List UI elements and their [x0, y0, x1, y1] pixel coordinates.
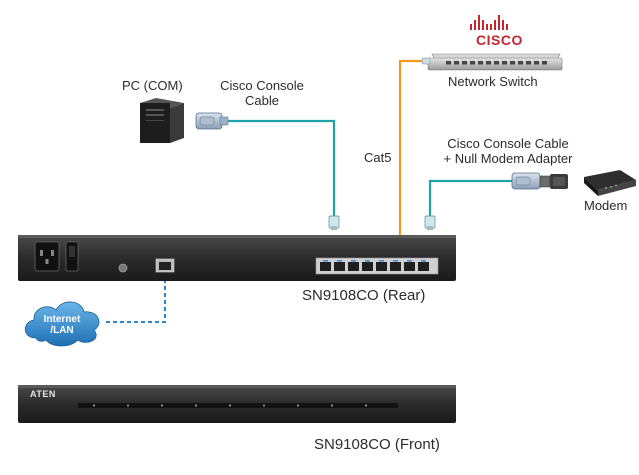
- pc-label: PC (COM): [122, 78, 183, 93]
- pc-console-cable: [228, 119, 336, 218]
- network-switch-label: Network Switch: [448, 74, 538, 89]
- cable-adapter-label-line1: Cisco Console Cable: [447, 136, 569, 151]
- network-switch-icon: [421, 53, 563, 71]
- lan-label: /LAN: [50, 325, 74, 336]
- cisco-logo-text: CISCO: [476, 32, 523, 48]
- pc-tower-icon: [140, 98, 184, 143]
- front-led-strip: [78, 403, 398, 408]
- null-modem-adapter-icon: [511, 172, 568, 190]
- lan-dashed-link: [103, 272, 166, 323]
- cat5-cable: [398, 59, 427, 262]
- rj45-plug-pc-cable-icon: [328, 215, 340, 230]
- cable-adapter-label-line2: + Null Modem Adapter: [443, 151, 573, 166]
- internet-lan-cloud-icon: [24, 301, 100, 347]
- cisco-console-cable-label-line1: Cisco Console: [220, 78, 304, 93]
- modem-console-cable: [428, 179, 513, 218]
- modem-label: Modem: [584, 198, 628, 213]
- internet-label: Internet: [43, 314, 81, 325]
- power-socket-icon: [34, 241, 60, 272]
- aten-logo-text: ATEN: [30, 389, 56, 399]
- pc-db9-connector-icon: [195, 112, 229, 130]
- rj45-plug-modem-cable-icon: [424, 215, 436, 230]
- front-device-label: SN9108CO (Front): [314, 436, 440, 453]
- cisco-console-cable-label-line2: Cable: [245, 93, 279, 108]
- sn9108co-rear-device: [18, 235, 456, 281]
- sn9108co-front-device: [18, 385, 456, 423]
- modem-icon: [584, 170, 636, 196]
- rear-device-label: SN9108CO (Rear): [302, 287, 426, 304]
- ground-screw-icon: [118, 263, 128, 273]
- cisco-logo: [470, 15, 508, 30]
- cat5-label: Cat5: [364, 150, 392, 165]
